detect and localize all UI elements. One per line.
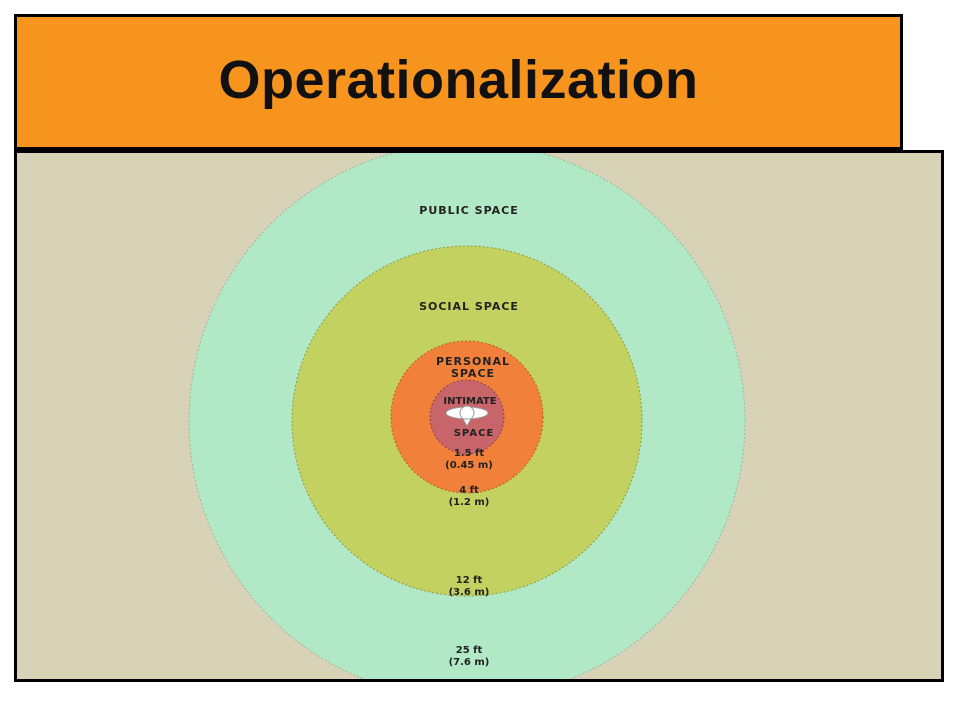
- proxemics-svg: PUBLIC SPACE SOCIAL SPACE PERSONAL SPACE…: [188, 153, 746, 679]
- proxemics-diagram: PUBLIC SPACE SOCIAL SPACE PERSONAL SPACE…: [14, 150, 944, 682]
- distance-label-m: (1.2 m): [449, 497, 490, 508]
- distance-label-ft: 1.5 ft: [454, 448, 485, 459]
- person-icon: [445, 405, 489, 428]
- intimate-space-label-line2: SPACE: [454, 428, 495, 439]
- distance-label-ft: 4 ft: [459, 485, 479, 496]
- distance-label-m: (7.6 m): [449, 657, 490, 668]
- public-space-label: PUBLIC SPACE: [419, 204, 518, 217]
- distance-label-ft: 12 ft: [456, 575, 483, 586]
- social-space-label: SOCIAL SPACE: [419, 300, 519, 313]
- personal-space-label-line1: PERSONAL: [436, 355, 510, 368]
- personal-space-label-line2: SPACE: [451, 367, 495, 380]
- distance-label-m: (0.45 m): [445, 460, 493, 471]
- distance-label-m: (3.6 m): [449, 587, 490, 598]
- title-banner: Operationalization: [14, 14, 903, 150]
- distance-label-ft: 25 ft: [456, 645, 483, 656]
- intimate-space-label-line1: INTIMATE: [443, 396, 496, 407]
- slide-title: Operationalization: [218, 50, 699, 110]
